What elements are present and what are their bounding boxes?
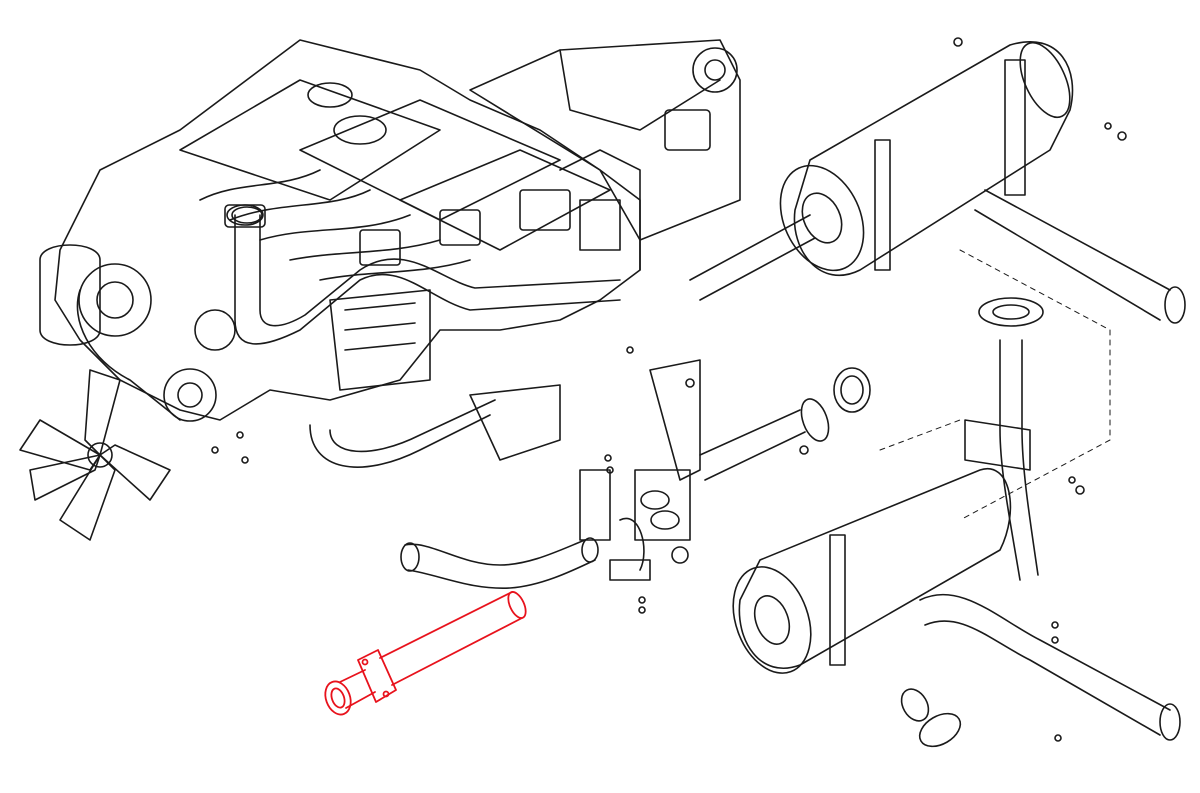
lower-silencer	[732, 249, 1181, 748]
exhaust-pipe-with-flange[interactable]	[321, 589, 529, 718]
cooling-fan	[19, 369, 171, 541]
front-exhaust-downpipe	[231, 206, 621, 345]
upper-silencer	[689, 37, 1186, 324]
curved-intermediate-pipe	[400, 537, 599, 589]
center-pipe-assembly	[309, 359, 871, 614]
engine-assembly	[19, 39, 741, 541]
